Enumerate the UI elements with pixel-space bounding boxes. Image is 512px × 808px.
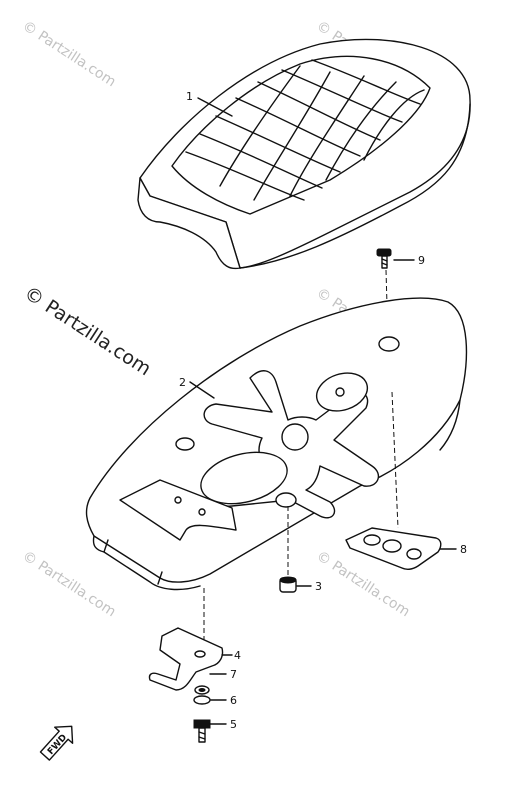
top-bolt-part xyxy=(376,248,415,341)
damper-part xyxy=(279,506,312,593)
callout-1: 1 xyxy=(186,90,193,103)
fastener-stack xyxy=(193,673,227,743)
seat-base-part xyxy=(85,297,468,591)
bracket-part xyxy=(148,588,233,691)
callout-7: 7 xyxy=(230,668,237,681)
forward-arrow-icon: FWD xyxy=(39,725,74,761)
seat-part xyxy=(137,38,471,270)
pad-part xyxy=(345,391,457,571)
callout-3: 3 xyxy=(315,580,322,593)
callout-2: 2 xyxy=(179,376,186,389)
callout-4: 4 xyxy=(234,649,241,662)
callout-8: 8 xyxy=(460,543,467,556)
callout-5: 5 xyxy=(230,718,237,731)
callout-6: 6 xyxy=(230,694,237,707)
callout-9: 9 xyxy=(418,254,425,267)
